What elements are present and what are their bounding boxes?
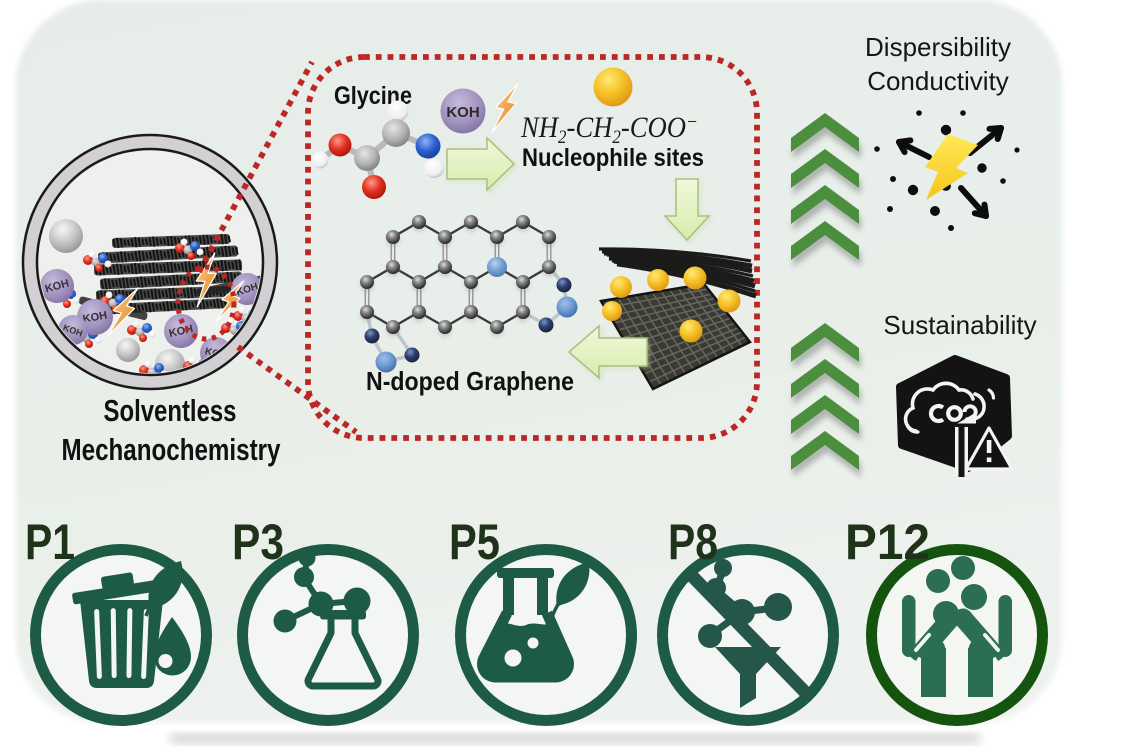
svg-text:Nucleophile sites: Nucleophile sites bbox=[522, 144, 704, 172]
svg-text:Conductivity: Conductivity bbox=[867, 66, 1009, 96]
svg-text:KOH: KOH bbox=[82, 309, 108, 325]
svg-text:P1: P1 bbox=[25, 514, 75, 570]
svg-text:Mechanochemistry: Mechanochemistry bbox=[62, 432, 282, 467]
svg-text:Dispersibility: Dispersibility bbox=[865, 32, 1011, 62]
svg-text:P8: P8 bbox=[668, 514, 718, 570]
svg-text:KOH: KOH bbox=[446, 104, 479, 121]
svg-text:Sustainability: Sustainability bbox=[883, 310, 1036, 340]
svg-text:P12: P12 bbox=[845, 514, 930, 570]
svg-text:P3: P3 bbox=[232, 514, 284, 570]
svg-text:NH2-CH2-COO−: NH2-CH2-COO− bbox=[520, 111, 698, 148]
svg-text:P5: P5 bbox=[449, 514, 500, 570]
svg-text:N-doped Graphene: N-doped Graphene bbox=[366, 366, 574, 396]
svg-text:Solventless: Solventless bbox=[104, 393, 237, 428]
